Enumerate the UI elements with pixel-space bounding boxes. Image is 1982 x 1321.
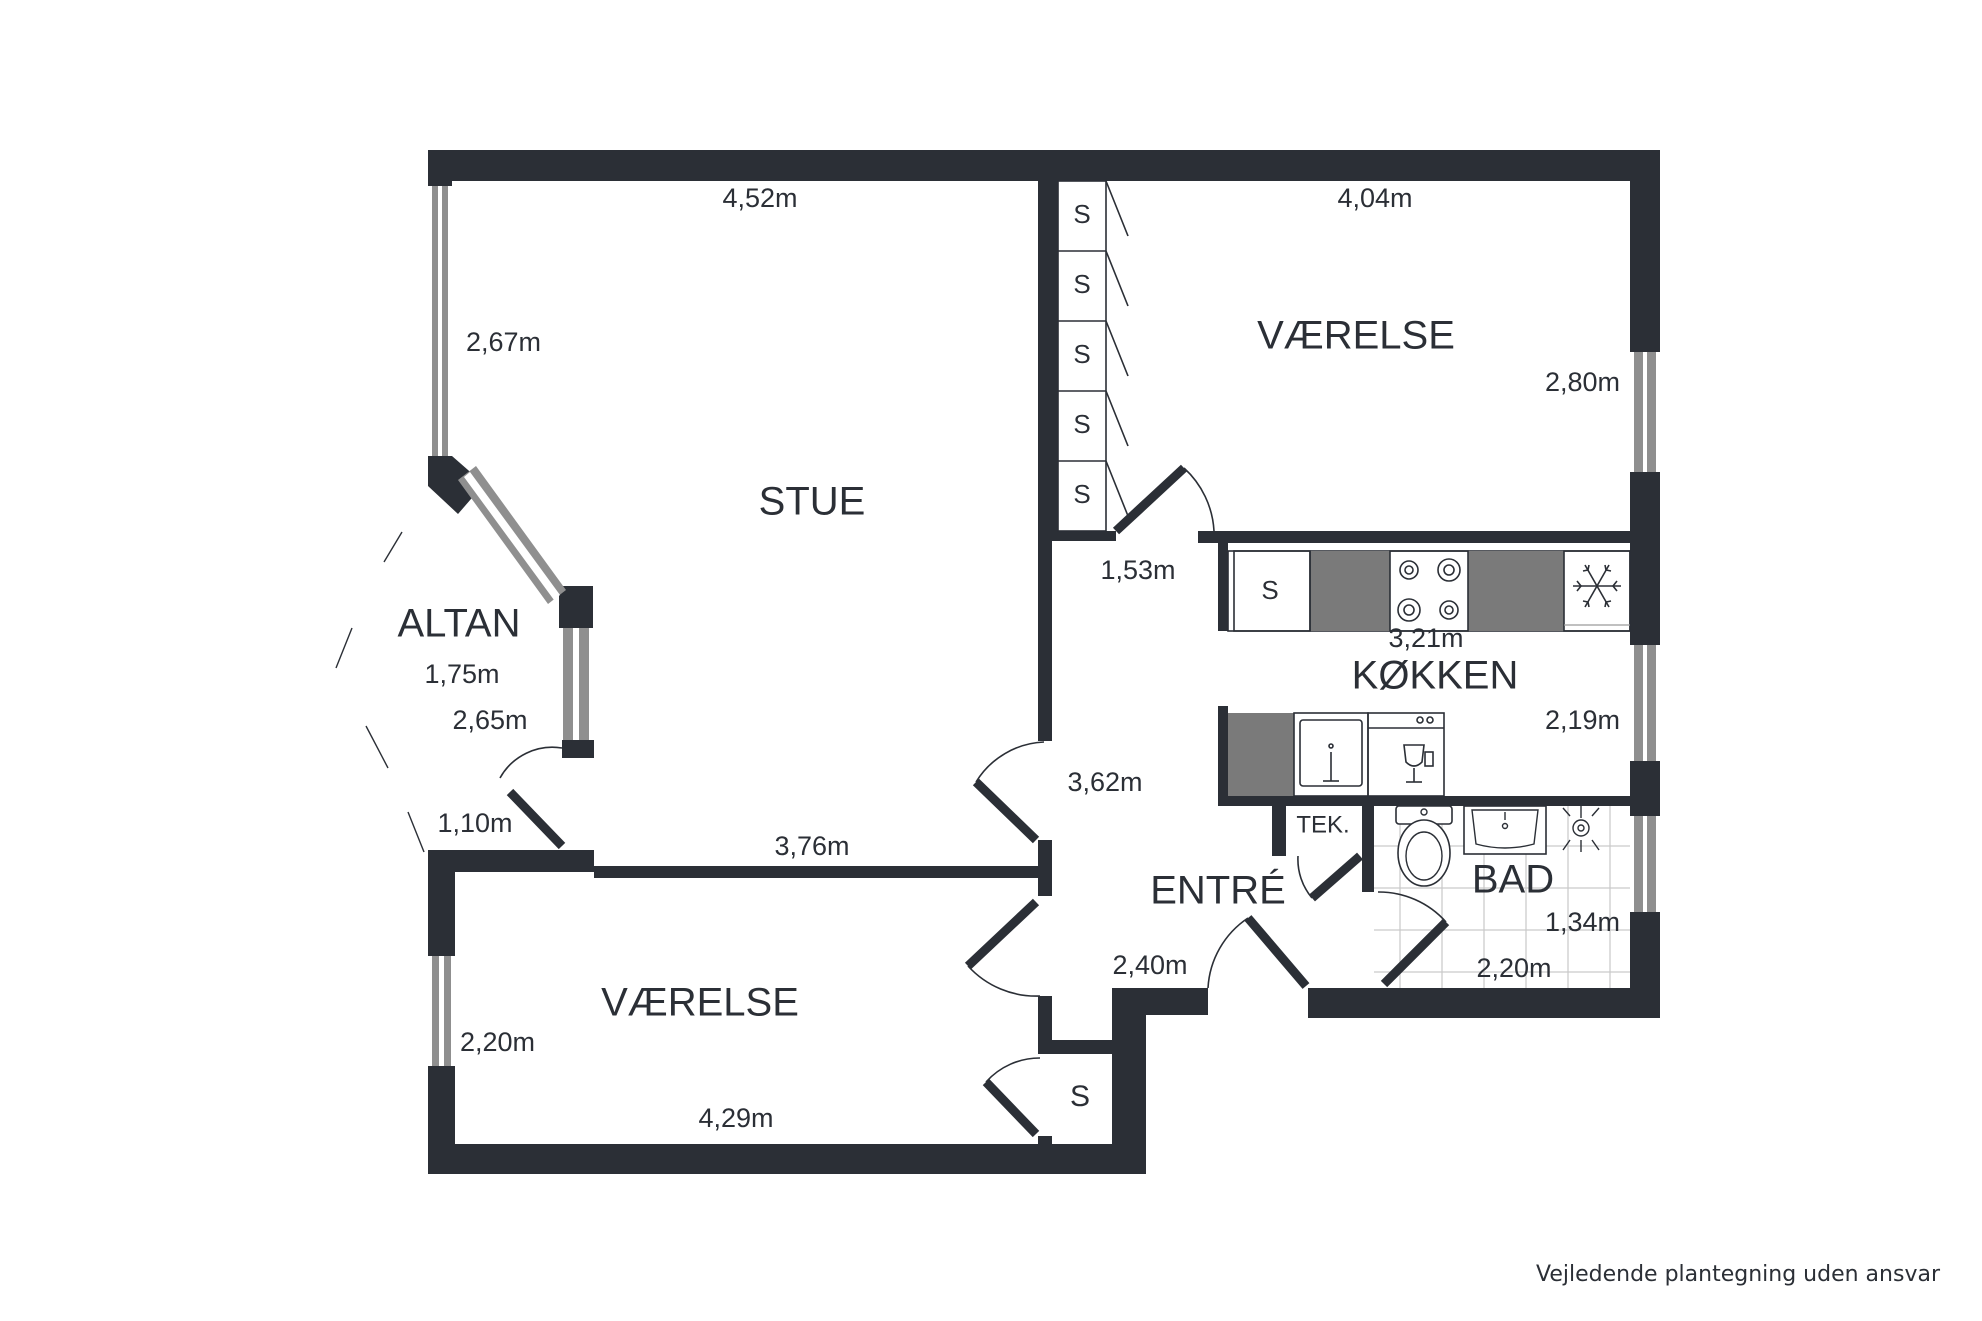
wardrobe-label-4: S bbox=[1073, 409, 1090, 439]
dim-altan-c: 1,10m bbox=[437, 808, 512, 838]
room-label-altan: ALTAN bbox=[398, 602, 521, 646]
wardrobe-label-3: S bbox=[1073, 339, 1090, 369]
wardrobe-label-1: S bbox=[1073, 199, 1090, 229]
room-label-entre: ENTRÉ bbox=[1150, 868, 1286, 913]
dim-hall-upper: 1,53m bbox=[1100, 555, 1175, 585]
dim-koekken-height: 2,19m bbox=[1545, 705, 1620, 735]
wardrobe-label-5: S bbox=[1073, 479, 1090, 509]
dim-altan-b: 2,65m bbox=[452, 705, 527, 735]
windows bbox=[432, 186, 1656, 1066]
room-label-stue: STUE bbox=[759, 480, 866, 524]
bathroom-fixtures bbox=[1374, 805, 1630, 988]
hall-closet-label: S bbox=[1070, 1080, 1090, 1113]
dim-stue-bottom: 3,76m bbox=[774, 831, 849, 861]
kitchen-cabinet-label: S bbox=[1261, 575, 1278, 605]
wardrobe-label-2: S bbox=[1073, 269, 1090, 299]
dim-bad-height: 1,34m bbox=[1545, 907, 1620, 937]
dim-stue-top: 4,52m bbox=[722, 183, 797, 213]
fridge-icon bbox=[1563, 550, 1631, 632]
dimension-labels: 4,52m 2,67m 3,76m 4,04m 2,80m 1,53m 3,21… bbox=[424, 183, 1620, 1133]
toilet-icon bbox=[1395, 805, 1453, 887]
balcony-outline bbox=[335, 531, 425, 853]
hall-closet: S bbox=[1070, 1080, 1090, 1113]
dim-vaerelse-bottom-height: 2,20m bbox=[460, 1027, 535, 1057]
kitchen-fixtures: S bbox=[1227, 550, 1631, 797]
room-label-tek: TEK. bbox=[1296, 811, 1349, 838]
doors bbox=[499, 464, 1450, 1138]
room-labels: STUE VÆRELSE ALTAN KØKKEN ENTRÉ BAD TEK.… bbox=[398, 314, 1555, 1025]
dim-bad-width: 2,20m bbox=[1476, 953, 1551, 983]
washbasin-icon bbox=[1463, 805, 1547, 855]
shower-icon bbox=[1562, 806, 1600, 852]
dim-altan-a: 1,75m bbox=[424, 659, 499, 689]
dim-vaerelse-top-width: 4,04m bbox=[1337, 183, 1412, 213]
dim-koekken-width: 3,21m bbox=[1388, 623, 1463, 653]
dim-stue-left: 2,67m bbox=[466, 327, 541, 357]
room-label-vaerelse-bottom: VÆRELSE bbox=[601, 981, 799, 1025]
wardrobe-top: S S S S S bbox=[1057, 180, 1129, 532]
interior-walls bbox=[594, 181, 1630, 1144]
outer-walls bbox=[428, 150, 1660, 1174]
room-label-koekken: KØKKEN bbox=[1352, 654, 1519, 698]
room-label-bad: BAD bbox=[1472, 858, 1554, 902]
dishwasher-icon bbox=[1367, 712, 1445, 797]
sink-icon bbox=[1293, 712, 1369, 797]
disclaimer-text: Vejledende plantegning uden ansvar bbox=[1536, 1262, 1940, 1287]
dim-entre-height: 3,62m bbox=[1067, 767, 1142, 797]
room-label-vaerelse-top: VÆRELSE bbox=[1257, 314, 1455, 358]
dim-vaerelse-top-height: 2,80m bbox=[1545, 367, 1620, 397]
dim-entre-width: 2,40m bbox=[1112, 950, 1187, 980]
stove-icon bbox=[1389, 550, 1469, 632]
dim-vaerelse-bottom-width: 4,29m bbox=[698, 1103, 773, 1133]
